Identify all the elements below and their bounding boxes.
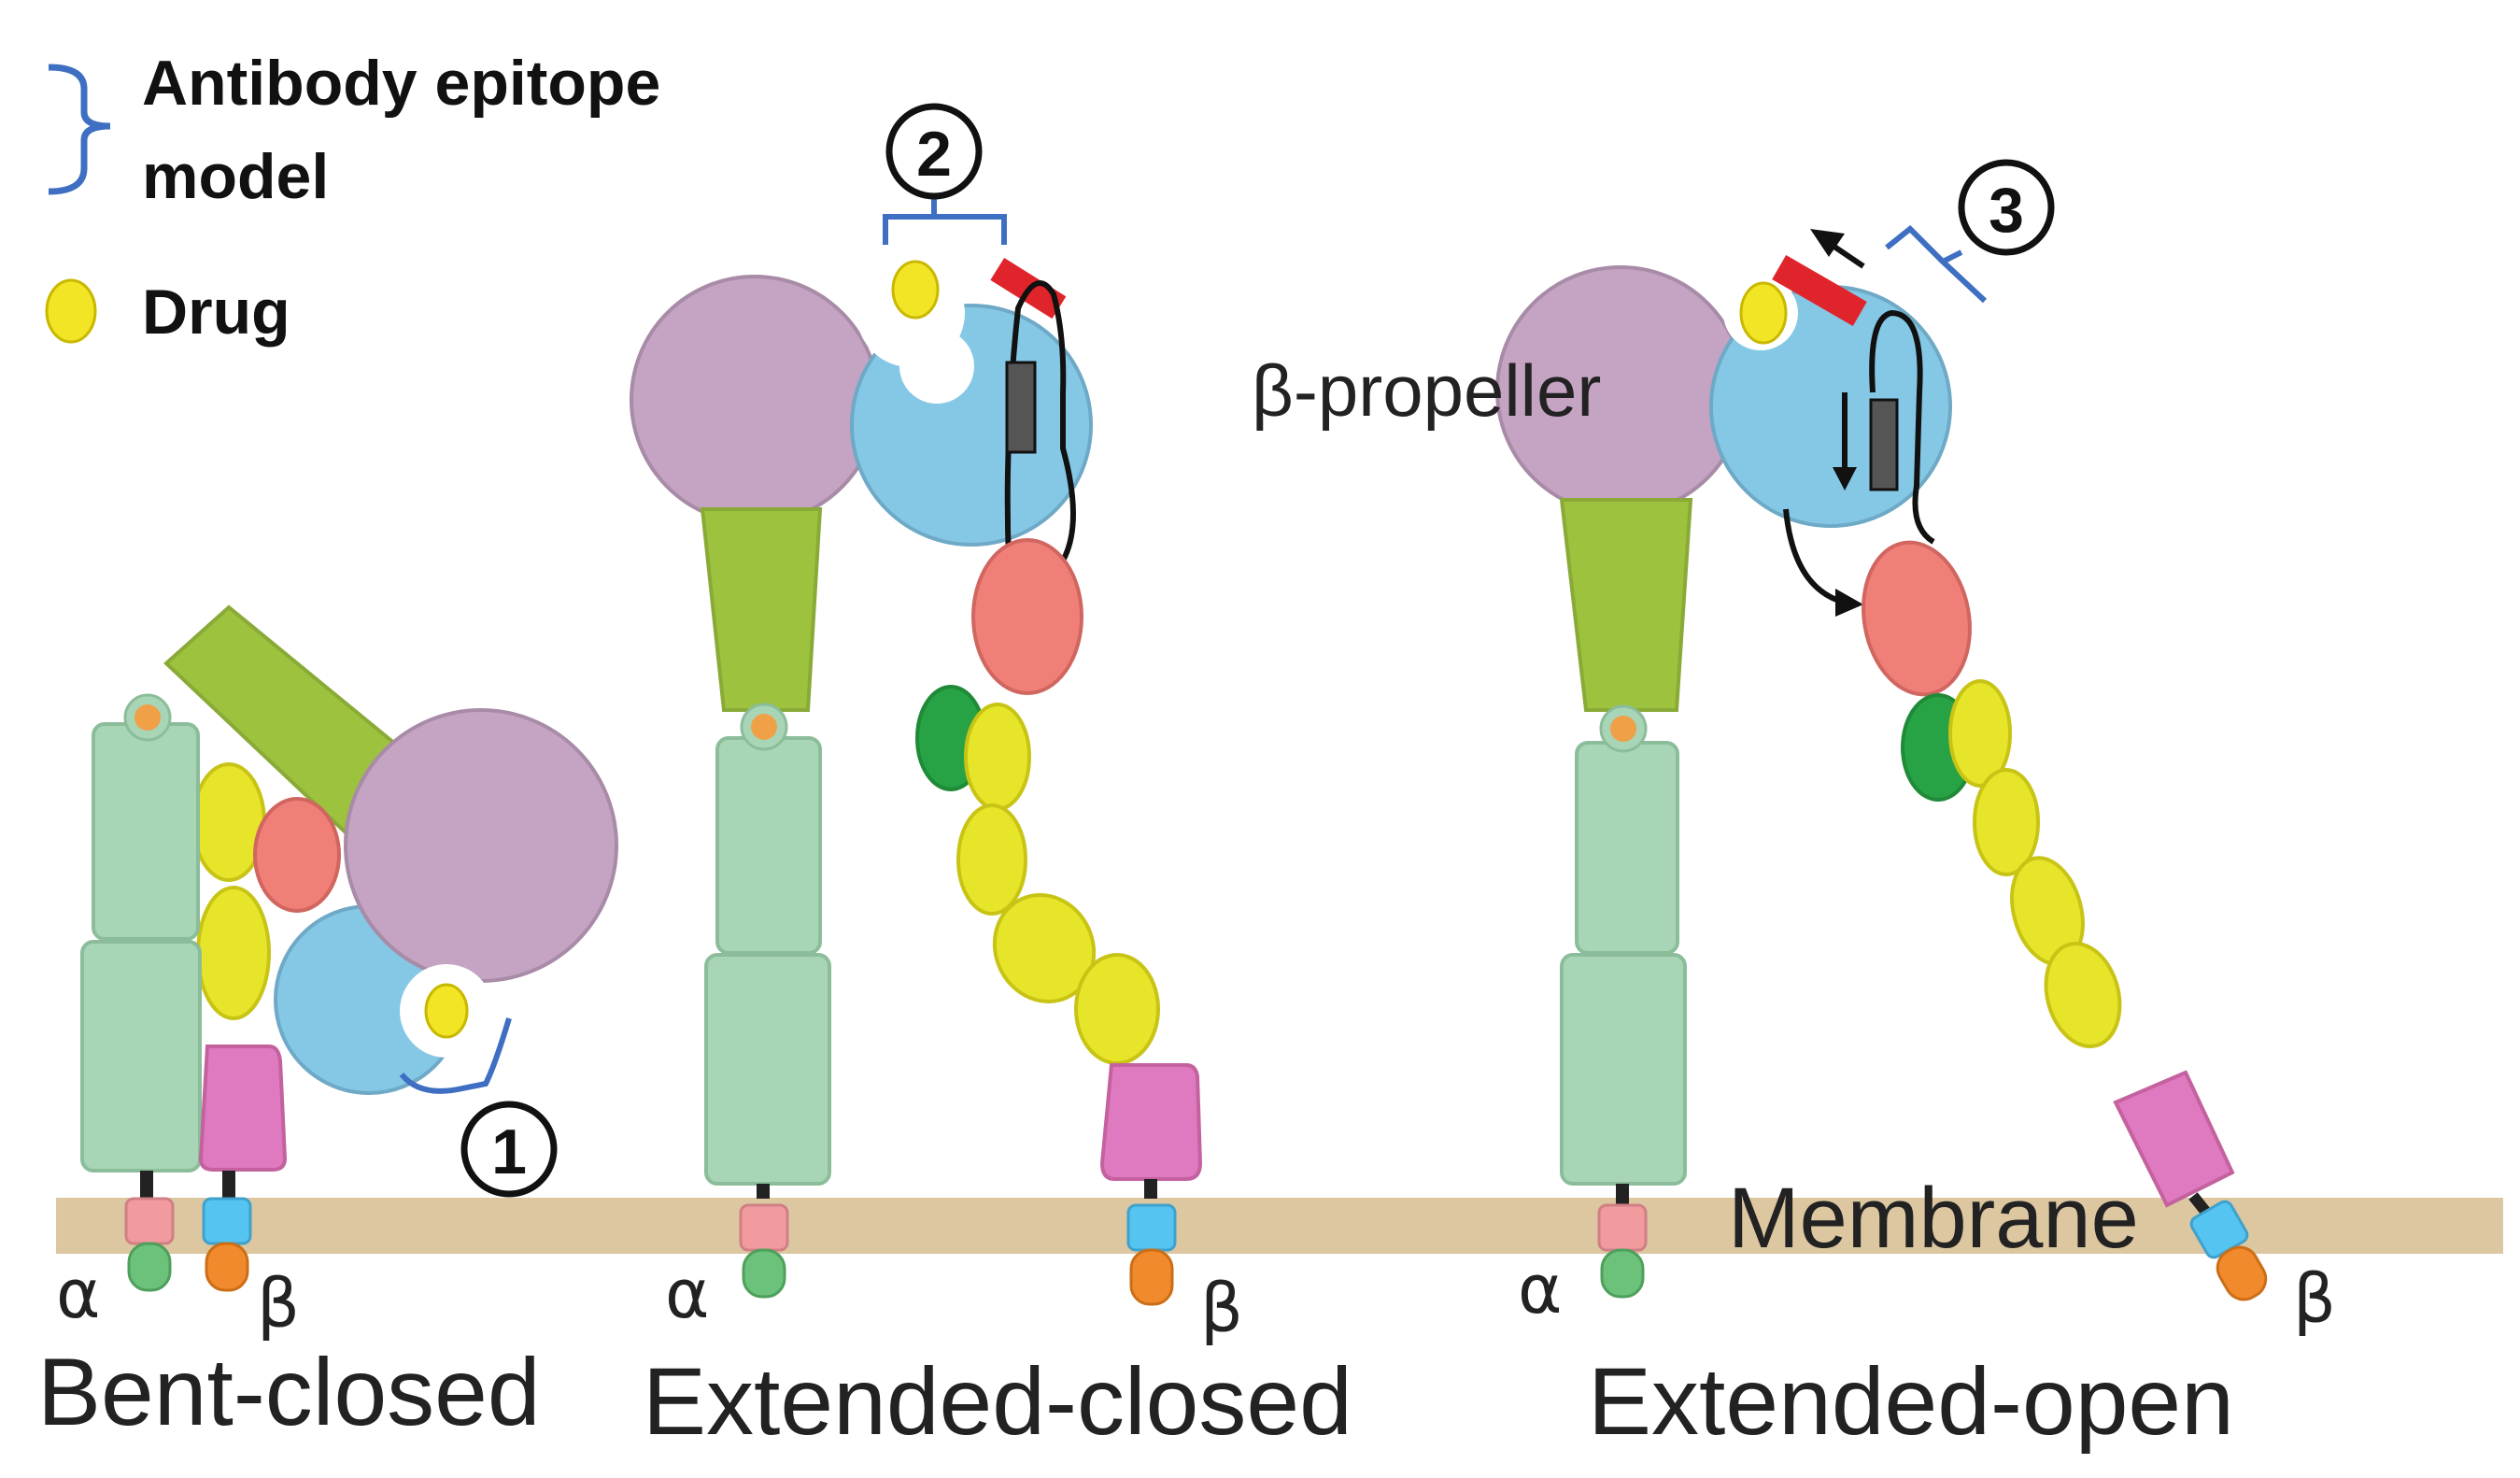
egf-domain	[1948, 679, 2012, 788]
epitope-bracket-icon	[883, 198, 1007, 245]
marker-2	[885, 103, 983, 200]
marker-3	[1958, 159, 2055, 256]
beta-label: β	[257, 1264, 300, 1343]
arrow-down-icon	[1833, 467, 1857, 490]
egf-domain	[956, 803, 1027, 916]
hybrid-domain	[971, 538, 1083, 695]
bent-closed-integrin: α β 1	[56, 604, 618, 1343]
legend: Antibody epitope model Drug	[45, 48, 660, 348]
alpha-leg-domain	[1575, 741, 1679, 955]
alpha-stalk	[140, 1171, 153, 1199]
marker-1-number: 1	[491, 1116, 527, 1187]
alpha-stalk	[1616, 1184, 1629, 1205]
alpha-cytoplasmic-tail	[1600, 1248, 1645, 1299]
alpha7-helix	[1772, 255, 1867, 326]
alpha-leg-domain	[1560, 953, 1687, 1186]
thigh-domain	[700, 507, 823, 712]
alpha-transmembrane	[1597, 1203, 1648, 1252]
alpha-leg-domain	[80, 940, 202, 1172]
arrow-up-left-icon	[1810, 229, 1845, 257]
beta-label: β	[2293, 1259, 2336, 1338]
egf-domain	[992, 893, 1097, 1003]
drug-legend-icon	[45, 278, 97, 344]
state-label-extended-open: Extended-open	[1588, 1348, 2234, 1455]
beta-transmembrane	[1126, 1203, 1177, 1252]
beta-cytoplasmic-tail	[1129, 1248, 1174, 1306]
marker-2-number: 2	[916, 119, 952, 190]
beta-i-domain-segment	[1869, 398, 1899, 491]
alpha-transmembrane	[124, 1197, 175, 1245]
genu-knee	[1610, 716, 1636, 742]
genu-knee	[751, 714, 777, 740]
legend-drug-label: Drug	[142, 277, 290, 348]
epitope-bracket-legend-icon	[48, 64, 111, 195]
beta-label: β	[1200, 1269, 1243, 1347]
genu-knee	[134, 704, 161, 731]
beta-i-domain-segment	[1005, 361, 1037, 454]
egf-domain	[196, 886, 271, 1020]
epitope-bracket-icon	[399, 1017, 512, 1094]
alpha-transmembrane	[739, 1203, 789, 1252]
drug-icon	[891, 260, 940, 320]
alpha-leg-domain	[704, 953, 831, 1186]
linker-loop	[1869, 309, 1935, 545]
hybrid-domain	[1862, 540, 1972, 697]
egf-domain	[964, 703, 1031, 811]
egf-domain	[2044, 942, 2122, 1048]
beta-transmembrane	[202, 1197, 252, 1245]
beta-tail-domain	[198, 1045, 288, 1172]
alpha-cytoplasmic-tail	[127, 1242, 172, 1292]
alpha-leg-domain	[715, 736, 822, 955]
hybrid-domain	[253, 797, 341, 913]
beta-stalk	[1144, 1179, 1157, 1199]
alpha-label: α	[56, 1255, 100, 1333]
beta-tail-domain	[2113, 1070, 2235, 1208]
extended-closed-integrin: α β 2	[630, 103, 1243, 1347]
alpha-leg-domain	[92, 722, 200, 941]
egf-domain	[1973, 768, 2040, 876]
legend-epitope-label-line1: Antibody epitope	[142, 48, 660, 119]
alpha-label: α	[1518, 1250, 1562, 1329]
beta-cytoplasmic-tail	[205, 1242, 249, 1292]
drug-pocket	[899, 329, 974, 404]
linker-loop	[1004, 280, 1076, 562]
extended-open-integrin: β-propeller	[1252, 159, 2336, 1338]
arrow-curved-icon	[1835, 589, 1863, 617]
membrane-label: Membrane	[1728, 1171, 2139, 1266]
legend-epitope-label-line2: model	[142, 141, 329, 212]
beta-stalk	[222, 1171, 235, 1199]
thigh-domain	[1559, 498, 1693, 712]
state-label-bent-closed: Bent-closed	[37, 1339, 541, 1445]
alpha-stalk	[757, 1184, 770, 1199]
marker-1	[460, 1101, 558, 1198]
alpha-head-domain	[344, 708, 618, 983]
beta-tail-domain	[1099, 1063, 1203, 1181]
beta-cytoplasmic-tail	[2216, 1245, 2268, 1301]
epitope-bracket-icon	[1885, 224, 1988, 304]
egf-domain	[1074, 953, 1160, 1065]
state-label-extended-closed: Extended-closed	[643, 1348, 1352, 1455]
drug-icon	[424, 983, 469, 1039]
alpha-cytoplasmic-tail	[742, 1248, 786, 1299]
alpha-label: α	[665, 1255, 709, 1333]
marker-3-number: 3	[1989, 175, 2024, 246]
membrane-band	[56, 1198, 2503, 1254]
drug-icon	[1739, 281, 1788, 345]
beta-propeller-label: β-propeller	[1252, 349, 1601, 432]
arrow-curved-icon	[1783, 508, 1846, 605]
alpha-head-domain	[630, 275, 880, 525]
